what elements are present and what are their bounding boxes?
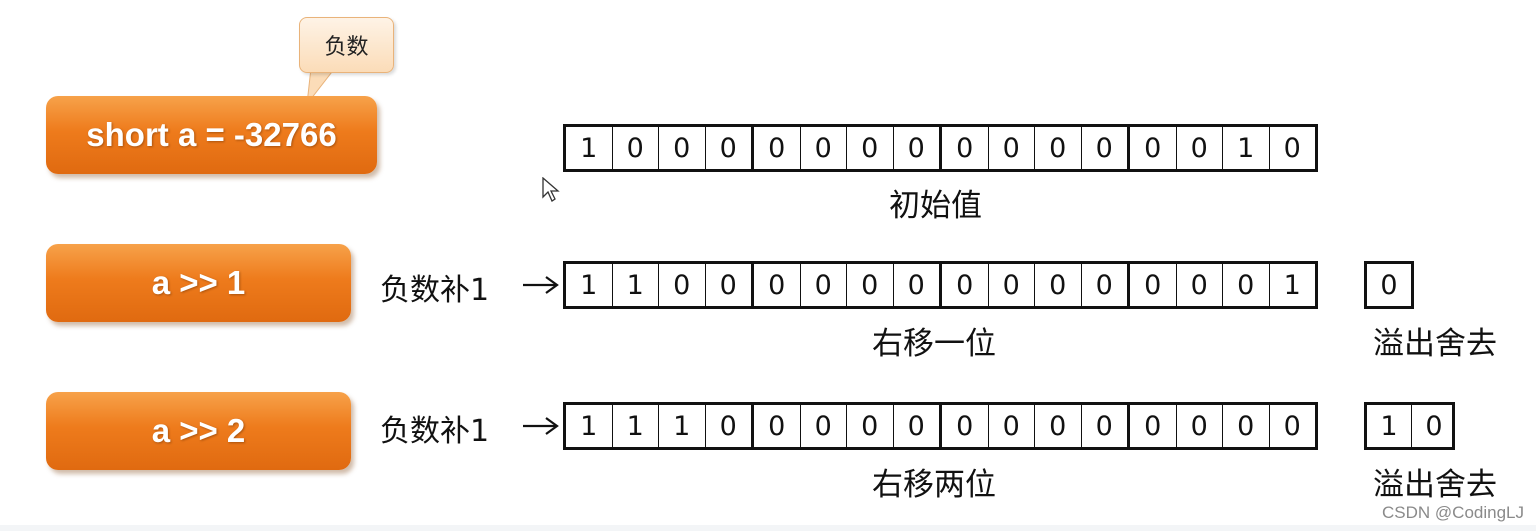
bit-cell: 0 — [1380, 269, 1398, 301]
bit-cell: 0 — [1035, 127, 1082, 169]
bit-cell: 0 — [754, 264, 801, 306]
bit-cell: 1 — [566, 264, 613, 306]
bit-cell: 0 — [942, 127, 989, 169]
overflow-two-caption: 溢出舍去 — [1373, 467, 1497, 503]
bit-cell: 0 — [894, 405, 942, 447]
bit-cell: 0 — [1425, 410, 1443, 442]
bit-cell: 0 — [1223, 264, 1270, 306]
right-arrow-icon — [523, 276, 559, 294]
bit-cell: 0 — [801, 405, 847, 447]
declaration-label: short a = -32766 — [86, 116, 337, 153]
bit-cell: 0 — [894, 264, 942, 306]
bit-cell: 0 — [1283, 132, 1301, 164]
callout-text: 负数 — [324, 35, 369, 60]
shift-one-caption: 右移一位 — [872, 326, 996, 362]
bit-cell: 0 — [1223, 405, 1270, 447]
shift-right-two-button: a >> 2 — [46, 392, 351, 470]
bit-cell: 0 — [1082, 127, 1130, 169]
bit-cell: 0 — [1130, 264, 1177, 306]
short-a-declaration-button: short a = -32766 — [46, 96, 377, 174]
shift-two-caption: 右移两位 — [872, 467, 996, 503]
bit-cell: 0 — [1082, 264, 1130, 306]
bit-cell: 0 — [801, 127, 847, 169]
bit-cell: 0 — [659, 264, 706, 306]
bit-cell: 0 — [894, 127, 942, 169]
negative-callout: 负数 — [299, 17, 394, 73]
bit-cell: 0 — [706, 405, 754, 447]
bit-cell: 0 — [1177, 405, 1223, 447]
bit-cell: 0 — [942, 405, 989, 447]
bit-cell: 0 — [659, 127, 706, 169]
bit-cell: 0 — [754, 405, 801, 447]
watermark: CSDN @CodingLJ — [1382, 503, 1524, 522]
bit-cell: 0 — [1177, 264, 1223, 306]
bit-cell: 1 — [1367, 405, 1412, 447]
bit-cell: 0 — [1177, 127, 1223, 169]
bit-cell: 0 — [942, 264, 989, 306]
bottom-strip — [0, 525, 1536, 531]
initial-value-caption: 初始值 — [889, 188, 982, 224]
shift-right-one-button: a >> 1 — [46, 244, 351, 322]
bit-cell: 1 — [566, 127, 613, 169]
shift-one-label: a >> 1 — [151, 264, 246, 301]
negative-fill-label: 负数补1 — [380, 414, 490, 449]
bit-cell: 0 — [706, 264, 754, 306]
bit-cell: 0 — [847, 127, 894, 169]
negative-fill-label: 负数补1 — [380, 273, 490, 308]
bit-cell: 0 — [1082, 405, 1130, 447]
bit-cell: 1 — [566, 405, 613, 447]
bit-cell: 0 — [1035, 405, 1082, 447]
bit-cell: 0 — [989, 405, 1035, 447]
bit-cell: 0 — [801, 264, 847, 306]
bit-cell: 0 — [613, 127, 659, 169]
bit-cell: 1 — [1283, 269, 1301, 301]
bit-cell: 0 — [1283, 410, 1301, 442]
bit-cell: 0 — [1035, 264, 1082, 306]
bit-cell: 0 — [989, 127, 1035, 169]
bit-cell: 0 — [1130, 405, 1177, 447]
mouse-cursor-icon — [542, 177, 560, 202]
bit-cell: 1 — [1223, 127, 1270, 169]
bit-cell: 1 — [659, 405, 706, 447]
bit-cell: 0 — [706, 127, 754, 169]
bit-cell: 0 — [1130, 127, 1177, 169]
bit-cell: 0 — [754, 127, 801, 169]
bit-cell: 0 — [989, 264, 1035, 306]
bit-cell: 0 — [847, 264, 894, 306]
overflow-one-register: 0 — [1364, 261, 1414, 309]
bit-cell: 1 — [613, 405, 659, 447]
bit-cell: 0 — [847, 405, 894, 447]
overflow-one-caption: 溢出舍去 — [1373, 326, 1497, 362]
bit-cell: 1 — [613, 264, 659, 306]
shift-two-label: a >> 2 — [151, 412, 246, 449]
right-arrow-icon — [523, 417, 559, 435]
